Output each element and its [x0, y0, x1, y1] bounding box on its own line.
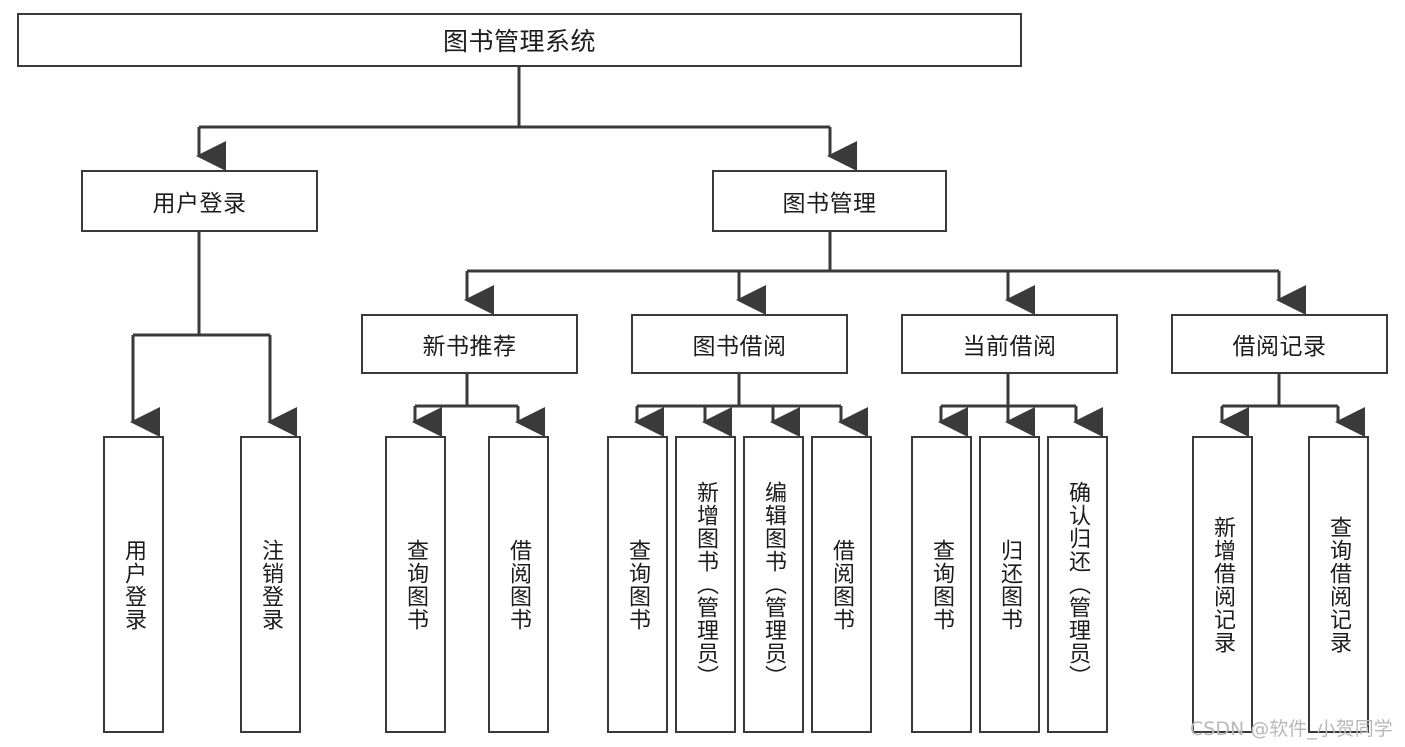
leaf-user-login-login[interactable]: 用户登录	[103, 436, 164, 733]
node-user-login[interactable]: 用户登录	[81, 170, 318, 232]
leaf-book-borrow-query-book[interactable]: 查询图书	[607, 436, 668, 733]
leaf-book-borrow-edit-book-admin[interactable]: 编辑图书（管理员）	[743, 436, 804, 733]
node-label: 图书借阅	[692, 334, 787, 360]
watermark-text: CSDN @软件_小贺同学	[1190, 718, 1393, 740]
node-label: 借阅记录	[1232, 334, 1327, 360]
leaf-current-borrow-query-book[interactable]: 查询图书	[911, 436, 972, 733]
node-label: 查询图书	[403, 538, 429, 631]
node-label: 新增图书（管理员）	[693, 481, 719, 688]
node-label: 图书管理系统	[442, 27, 596, 56]
node-new-book-recommend[interactable]: 新书推荐	[361, 314, 578, 374]
node-label: 新增借阅记录	[1210, 515, 1236, 654]
node-label: 查询借阅记录	[1326, 515, 1352, 654]
node-label: 新书推荐	[422, 334, 517, 360]
leaf-current-borrow-return-book[interactable]: 归还图书	[979, 436, 1040, 733]
node-label: 用户登录	[152, 191, 247, 217]
node-book-borrow[interactable]: 图书借阅	[631, 314, 848, 374]
node-label: 编辑图书（管理员）	[761, 481, 787, 688]
node-label: 当前借阅	[962, 334, 1057, 360]
node-label: 图书管理	[782, 191, 877, 217]
leaf-new-book-query-book[interactable]: 查询图书	[385, 436, 446, 733]
node-label: 借阅图书	[506, 538, 532, 631]
node-current-borrow[interactable]: 当前借阅	[901, 314, 1118, 374]
leaf-borrow-record-add-record[interactable]: 新增借阅记录	[1192, 436, 1253, 733]
leaf-book-borrow-borrow-book[interactable]: 借阅图书	[811, 436, 872, 733]
leaf-user-login-logout[interactable]: 注销登录	[240, 436, 301, 733]
node-label: 注销登录	[258, 538, 284, 631]
node-label: 查询图书	[625, 538, 651, 631]
leaf-new-book-borrow-book[interactable]: 借阅图书	[488, 436, 549, 733]
node-label: 归还图书	[997, 538, 1023, 631]
node-label: 用户登录	[121, 538, 147, 631]
leaf-borrow-record-query-record[interactable]: 查询借阅记录	[1308, 436, 1369, 733]
node-label: 确认归还（管理员）	[1065, 481, 1091, 688]
node-label: 查询图书	[929, 538, 955, 631]
node-root-system[interactable]: 图书管理系统	[17, 13, 1022, 67]
node-borrow-record[interactable]: 借阅记录	[1171, 314, 1388, 374]
leaf-book-borrow-add-book-admin[interactable]: 新增图书（管理员）	[675, 436, 736, 733]
leaf-current-borrow-confirm-return-admin[interactable]: 确认归还（管理员）	[1047, 436, 1108, 733]
node-book-management[interactable]: 图书管理	[712, 170, 947, 232]
node-label: 借阅图书	[829, 538, 855, 631]
